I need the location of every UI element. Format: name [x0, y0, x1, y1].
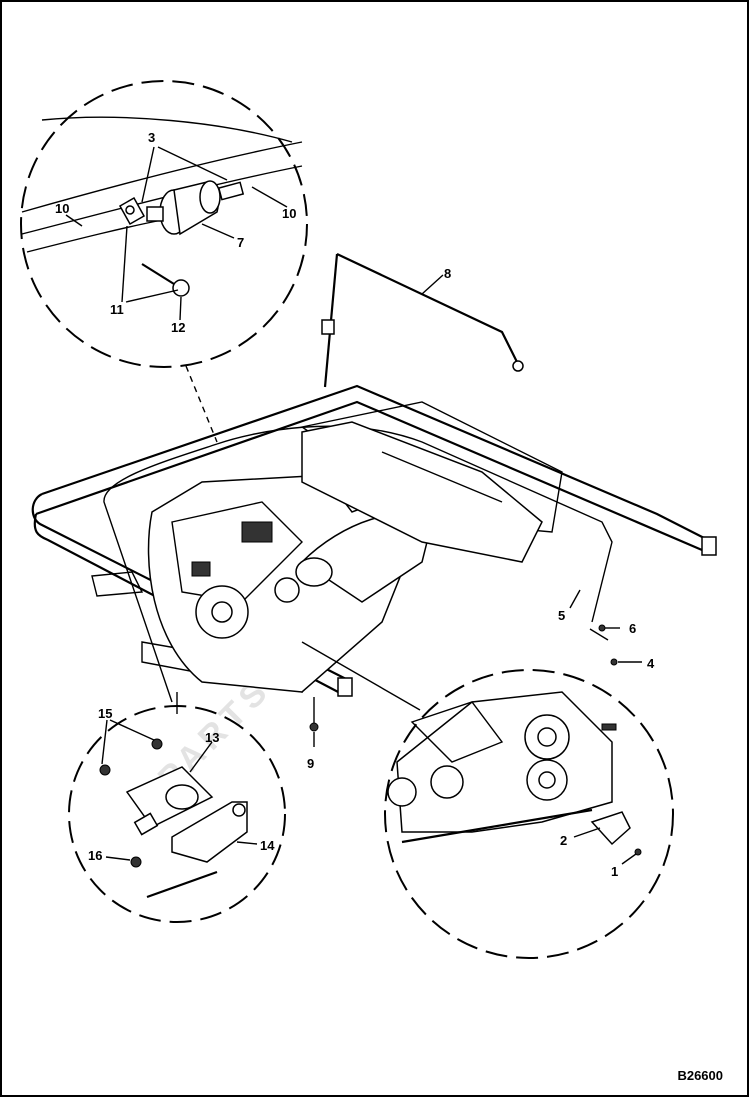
callout-2: 2	[560, 833, 567, 848]
callout-10-right: 10	[282, 206, 296, 221]
frame-end-cap-front	[337, 677, 353, 697]
callout-13: 13	[205, 730, 219, 745]
callout-10-left: 10	[55, 201, 69, 216]
screw	[130, 856, 142, 868]
callout-16: 16	[88, 848, 102, 863]
engine-mount-detail	[384, 669, 674, 959]
callout-4: 4	[647, 656, 655, 671]
hose-clamp	[118, 196, 164, 226]
fuel-filter-detail	[20, 80, 308, 368]
callout-1: 1	[611, 864, 618, 879]
callout-5: 5	[558, 608, 565, 623]
callout-12: 12	[171, 320, 185, 335]
callout-8: 8	[444, 266, 451, 281]
callout-14: 14	[260, 838, 275, 853]
detail-circle-top-left	[20, 80, 308, 368]
callout-6: 6	[629, 621, 636, 636]
callout-3: 3	[148, 130, 155, 145]
nut	[598, 624, 606, 632]
throttle-rod	[321, 253, 524, 388]
frame-end-cap	[701, 536, 717, 556]
callout-11: 11	[110, 302, 124, 317]
fuel-filter	[159, 180, 245, 236]
bolt-small	[634, 848, 642, 856]
throttle-bracket-detail	[68, 705, 286, 923]
screw	[151, 738, 163, 750]
screw	[99, 764, 111, 776]
figure-code: B26600	[677, 1068, 723, 1083]
bolt	[141, 263, 190, 297]
main-frame-assembly	[31, 384, 717, 703]
callout-15: 15	[98, 706, 112, 721]
callout-7: 7	[237, 235, 244, 250]
washer	[610, 658, 618, 666]
mounting-bolt	[309, 697, 319, 747]
detail-circle-bottom-left	[68, 705, 286, 923]
callout-9: 9	[307, 756, 314, 771]
detail-circle-bottom-right	[384, 669, 674, 959]
